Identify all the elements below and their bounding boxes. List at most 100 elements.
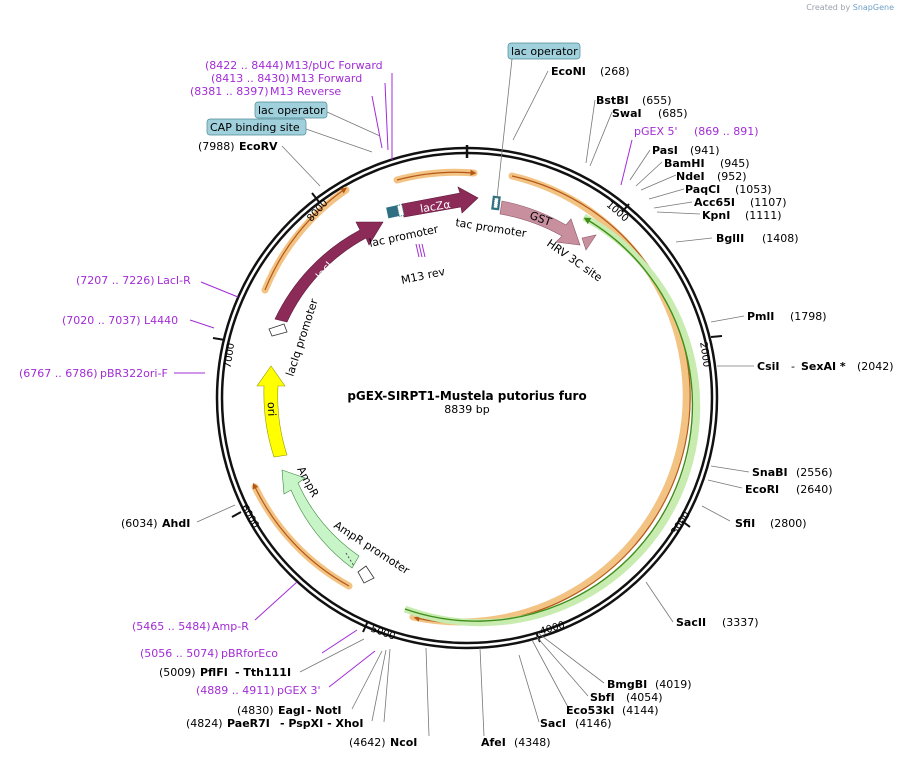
site-sexai-pos: (2042) [857,360,894,373]
primer-m13-fwd-range: (8413 .. 8430) [211,72,290,85]
orf-arc-top-line [396,169,477,181]
site-sacii-pos: (3337) [722,616,759,629]
site-saci-pos: (4146) [575,717,612,730]
tick-4000: 4000 [539,620,567,638]
cap-site-leader [305,128,373,153]
site-acc65i: Acc65I [694,196,735,209]
m13-rev-mark-b [418,243,423,258]
site-snabi-pos: (2556) [796,466,833,479]
ampr-promoter-arrow [357,565,375,584]
site-bmgbi-pos: (4019) [655,678,692,691]
site-tth111i: - Tth111I [235,666,291,679]
site-saci: SacI [540,717,566,730]
site-econi: EcoNI [551,65,586,78]
site-eco53ki: Eco53kI [566,704,614,717]
orf-arc-left-lower-line [252,482,350,587]
site-paqci-pos: (1053) [735,183,772,196]
ampr-arrow [281,469,360,569]
kb-tick-labels: 1000 2000 3000 4000 5000 6000 7000 8000 [223,198,712,643]
primer-laci-r: LacI-R [157,274,191,287]
primer-m13-puc-fwd-range: (8422 .. 8444) [205,59,284,72]
cap-site-label: CAP binding site [210,121,300,134]
ampr-promoter-dash [345,552,355,567]
primer-labels: (8422 .. 8444) M13/pUC Forward (8413 .. … [19,59,759,697]
site-kpni-pos: (1111) [745,209,782,222]
tac-operator-box [492,197,500,209]
site-ncoi-pos: (4642) [349,736,386,749]
site-snabi: SnaBI [752,466,788,479]
site-pflfi-pos: (5009) [159,666,196,679]
site-pasi: PasI [652,144,678,157]
primer-pbr322ori: pBR322ori-F [100,367,168,380]
snapgene-credit: Created by SnapGene [806,3,894,12]
lac-operator-left-box [254,101,328,119]
site-eagi: EagI [278,704,305,717]
tac-promoter-label: tac promoter [455,216,528,240]
lac-operator-left-label: lac operator [258,104,325,117]
site-bstbi-pos: (655) [642,94,672,107]
primer-pgex5-range: (869 .. 891) [694,125,759,138]
laci-arrow [274,221,384,323]
site-ecorv-pos: (7988) [198,140,235,153]
m13-rev-mark-a [415,243,420,258]
site-ncoi: NcoI [390,736,417,749]
orf-arc-right [409,172,690,626]
site-sexai: SexAI * [801,360,846,373]
site-sacii: SacII [676,616,706,629]
orf-arc-left-upper-line [264,187,347,291]
callout-boxes: lac operator lac operator CAP binding si… [206,42,581,199]
tick-3000: 3000 [670,510,693,537]
site-csii: CsiI [757,360,779,373]
site-eco53ki-pos: (4144) [622,704,659,717]
orf-arcs [251,168,691,626]
lac-operator-top-leader [496,58,513,199]
plasmid-size: 8839 bp [444,403,489,416]
site-bamhi-pos: (945) [720,157,750,170]
snapgene-brand: SnapGene [852,3,894,12]
tick-2000: 2000 [697,341,711,368]
site-bstbi: BstBI [596,94,629,107]
primer-l4440: L4440 [144,314,178,327]
site-bmgbi: BmgBI [607,678,647,691]
hrv-site-arrow [581,234,597,251]
site-ecori-pos: (2640) [796,483,833,496]
tick-6000: 6000 [238,503,260,531]
credit-prefix: Created by [806,3,851,12]
site-ndei-pos: (952) [717,170,747,183]
site-sexai-sep: - [791,360,795,373]
site-kpni: KpnI [702,209,730,222]
site-afei-pos: (4348) [514,736,551,749]
site-sbfi: SbfI [590,691,615,704]
lac-operator-box [396,203,405,217]
site-pspxi-xhoi: - PspXI - XhoI [280,717,363,730]
site-bglii-pos: (1408) [762,232,799,245]
site-paer7i: PaeR7I [227,717,270,730]
green-orf-arc [403,213,701,627]
site-swai-pos: (685) [658,107,688,120]
site-afei: AfeI [481,736,506,749]
site-ecorv: EcoRV [239,140,278,153]
site-econi-pos: (268) [600,65,630,78]
site-sfii-pos: (2800) [770,517,807,530]
site-sbfi-pos: (4054) [626,691,663,704]
gst-arrow [499,200,581,246]
tick-7000: 7000 [223,342,237,369]
green-orf-arc-line [404,217,694,622]
lacza-arrow [401,186,479,218]
site-pflfi: PflFI [200,666,228,679]
plasmid-name: pGEX-SIRPT1-Mustela putorius furo [347,389,586,403]
site-bglii: BglII [716,232,744,245]
kb-tick-marks [212,192,723,643]
primer-marks [174,73,633,688]
lac-operator-top-box [507,42,581,60]
ori-arrow [256,365,288,458]
primer-laci-r-range: (7207 .. 7226) [76,274,155,287]
primer-pgex3-range: (4889 .. 4911) [196,684,275,697]
ori-label: ori [265,402,279,417]
primer-l4440-range: (7020 .. 7037) [62,314,141,327]
primer-pbrforeco: pBRforEco [221,647,278,660]
site-ecori: EcoRI [745,483,779,496]
site-ahdi-pos: (6034) [121,517,158,530]
primer-pbr322ori-range: (6767 .. 6786) [19,367,98,380]
